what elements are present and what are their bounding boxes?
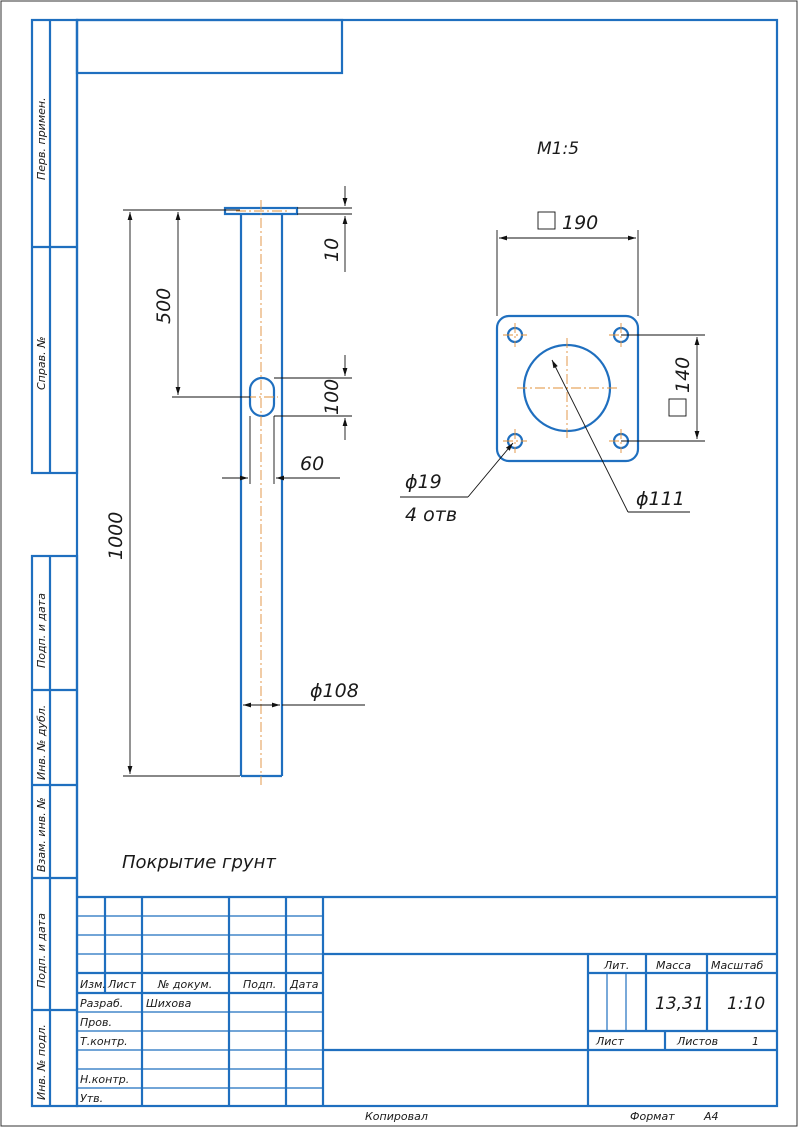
tb-hdr-izm: Изм. [80,978,106,991]
tb-masshtab-value: 1:10 [727,994,765,1014]
coating-note: Покрытие грунт [122,852,276,873]
side-label-inv-podl: Инв. № подл. [35,1024,48,1100]
tb-massa-value: 13,31 [655,994,704,1014]
side-label-inv-dubl: Инв. № дубл. [35,705,48,780]
tb-hdr-dokum: № докум. [157,978,212,991]
footer-format-value: А4 [703,1110,719,1123]
tb-listov-value: 1 [752,1035,759,1048]
dim-flange-thickness: 10 [321,238,343,262]
dim-pipe-diameter: ϕ108 [310,680,359,702]
tb-list: Лист [595,1035,624,1048]
tb-massa: Масса [656,959,691,972]
tb-prov: Пров. [80,1016,112,1029]
flange-square [495,314,640,463]
side-label-vzam-inv: Взам. инв. № [35,797,48,872]
dim-slot-position: 500 [153,288,175,324]
dim-center-hole-diameter: ϕ111 [636,488,685,510]
dim-total-length: 1000 [105,512,127,560]
scale-note: M1:5 [537,139,579,159]
tb-listov: Листов [676,1035,718,1048]
tb-hdr-list: Лист [107,978,136,991]
dim-hole-spacing: 140 [672,357,694,393]
tb-nkontr: Н.контр. [80,1073,129,1086]
side-label-podp-data-2: Подп. и дата [35,913,48,988]
tb-hdr-data: Дата [289,978,319,991]
tb-razrab: Разраб. [80,997,123,1010]
inner-frame [75,18,779,1108]
flange-top-view [495,314,640,463]
side-label-podp-data-1: Подп. и дата [35,593,48,668]
left-side-strip: Перв. примен. Справ. № Подп. и дата Инв.… [30,18,79,1108]
tb-utv: Утв. [80,1092,103,1105]
title-block: Изм. Лист № докум. Подп. Дата Разраб. Ши… [77,895,777,1106]
footer-kopiroval: Копировал [365,1110,428,1123]
tb-hdr-podp: Подп. [243,978,276,991]
footer-format-label: Формат [630,1110,675,1123]
top-left-stamp-box [75,18,344,75]
side-label-perv-primen: Перв. примен. [35,97,48,180]
dim-hole-count: 4 отв [405,504,457,526]
side-label-sprav: Справ. № [35,336,48,390]
dim-plate-width: 190 [562,212,598,234]
tb-masshtab: Масштаб [711,959,763,972]
tb-lit: Лит. [603,959,629,972]
dim-slot-length: 100 [321,379,343,415]
tb-tkontr: Т.контр. [80,1035,128,1048]
dim-slot-width: 60 [300,453,324,475]
dim-hole-diameter: ϕ19 [405,471,442,493]
tb-razrab-name: Шихова [146,997,192,1010]
pipe-side-view [223,200,299,785]
